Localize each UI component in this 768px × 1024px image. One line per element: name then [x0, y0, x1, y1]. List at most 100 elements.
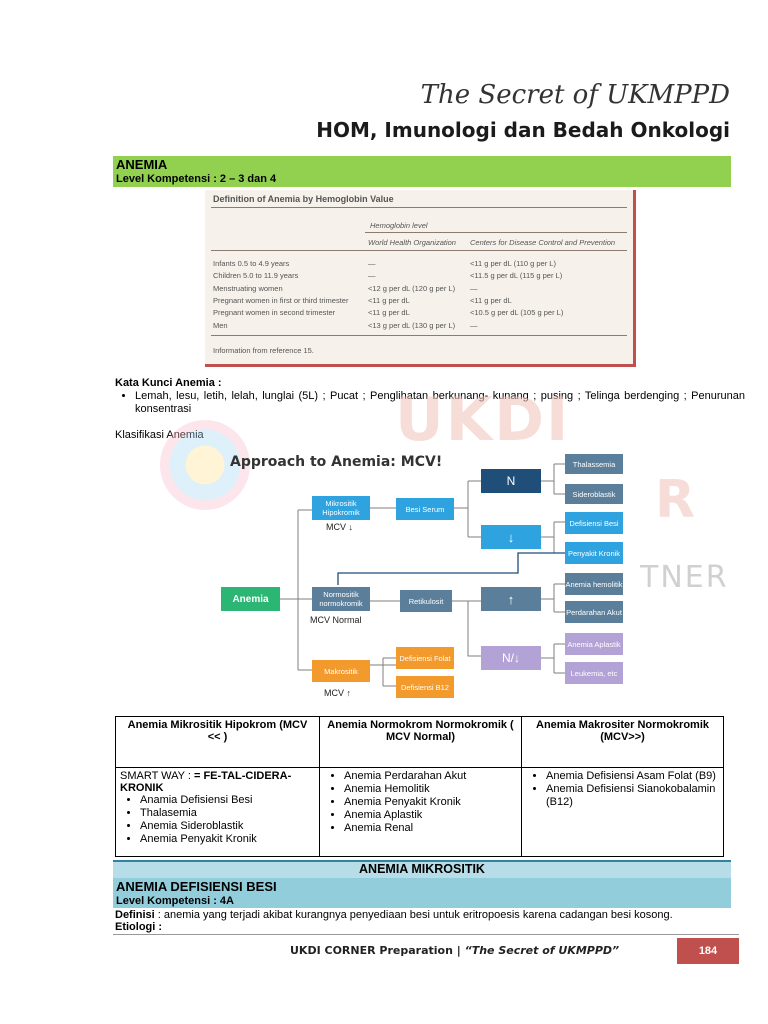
- footer-left: UKDI CORNER Preparation |: [290, 944, 465, 957]
- chapter-title: HOM, Imunologi dan Bedah Onkologi: [316, 118, 730, 142]
- ref-cell: <11 g per dL: [368, 296, 410, 305]
- microcytic-section-header: ANEMIA MIKROSITIK: [113, 860, 731, 879]
- etiology-label: Etiologi :: [115, 921, 163, 933]
- ref-cell: Infants 0.5 to 4.9 years: [213, 259, 290, 268]
- makrositik-box: Makrositik: [312, 660, 370, 682]
- list-item: Anamia Defisiensi Besi: [140, 794, 315, 807]
- ref-cell: <11 g per dL: [368, 308, 410, 317]
- mcv-down-label: MCV ↓: [326, 522, 353, 532]
- mcv-up-label: MCV ↑: [324, 688, 351, 698]
- section-title: ANEMIA DEFISIENSI BESI: [116, 879, 277, 894]
- ref-cell: Pregnant women in second trimester: [213, 308, 336, 317]
- diagram-connectors: [280, 463, 565, 687]
- ref-cell: <11.5 g per dL (115 g per L): [470, 271, 563, 280]
- defisiensi-besi-box: Defisiensi Besi: [565, 512, 623, 534]
- penyakit-kronik-box: Penyakit Kronik: [565, 542, 623, 564]
- definition-label: Definisi: [115, 909, 155, 921]
- besi-serum-box: Besi Serum: [396, 498, 454, 520]
- keywords-title: Kata Kunci Anemia :: [115, 377, 222, 389]
- normocytic-list: Anemia Perdarahan Akut Anemia Hemolitik …: [324, 770, 517, 835]
- thalassemia-box: Thalassemia: [565, 454, 623, 474]
- defisiensi-b12-box: Defisiensi B12: [396, 676, 454, 698]
- microcytic-list: Anamia Defisiensi Besi Thalasemia Anemia…: [120, 794, 315, 846]
- macrocytic-list: Anemia Defisiensi Asam Folat (B9) Anemia…: [526, 770, 719, 809]
- smart-way-label: SMART WAY :: [120, 770, 191, 782]
- ref-cell: —: [368, 259, 376, 268]
- list-item: Anemia Renal: [344, 822, 517, 835]
- list-item: Thalasemia: [140, 807, 315, 820]
- group-header: Hemoglobin level: [370, 221, 428, 230]
- normal-decrease-box: N/↓: [481, 646, 541, 670]
- ref-cell: <11 g per dL (110 g per L): [470, 259, 556, 268]
- hemoglobin-reference-table: Definition of Anemia by Hemoglobin Value…: [205, 190, 636, 367]
- table-header: Anemia Mikrositik Hipokrom (MCV << ): [115, 716, 320, 768]
- watermark-text: R: [655, 470, 696, 530]
- retikulosit-box: Retikulosit: [400, 590, 452, 612]
- table-header: Anemia Makrositer Normokromik (MCV>>): [521, 716, 724, 768]
- table-cell: Anemia Perdarahan Akut Anemia Hemolitik …: [319, 767, 522, 857]
- sideroblastik-box: Sideroblastik: [565, 484, 623, 504]
- list-item: Lemah, lesu, letih, lelah, lunglai (5L) …: [135, 390, 745, 416]
- ref-cell: <12 g per dL (120 g per L): [368, 284, 456, 293]
- ref-cell: Menstruating women: [213, 284, 283, 293]
- list-item: Anemia Sideroblastik: [140, 820, 315, 833]
- mikrositik-box: Mikrositik Hipokromik: [312, 496, 370, 520]
- who-header: World Health Organization: [368, 238, 456, 247]
- defisiensi-folat-box: Defisiensi Folat: [396, 647, 454, 669]
- anemia-mcv-diagram: Approach to Anemia: MCV! Anemia Mikrosit…: [218, 450, 638, 705]
- decrease-box: ↓: [481, 525, 541, 549]
- smart-way-value: = FE-TAL-CIDERA-KRONIK: [120, 770, 292, 794]
- definition-text: : anemia yang terjadi akibat kurangnya p…: [154, 909, 673, 921]
- n-box: N: [481, 469, 541, 493]
- keywords-list: Lemah, lesu, letih, lelah, lunglai (5L) …: [115, 390, 745, 416]
- divider: [211, 207, 627, 208]
- list-item: Anemia Hemolitik: [344, 783, 517, 796]
- classification-label: Klasifikasi Anemia: [115, 429, 204, 441]
- anemia-section-header: ANEMIA Level Kompetensi : 2 – 3 dan 4: [113, 156, 731, 187]
- perdarahan-akut-box: Perdarahan Akut: [565, 601, 623, 623]
- anemia-hemolitik-box: Anemia hemolitik: [565, 573, 623, 595]
- list-item: Anemia Penyakit Kronik: [140, 833, 315, 846]
- ref-cell: —: [470, 321, 478, 330]
- cdc-header: Centers for Disease Control and Preventi…: [470, 238, 616, 247]
- ref-cell: Pregnant women in first or third trimest…: [213, 296, 349, 305]
- competency-level: Level Kompetensi : 4A: [116, 895, 234, 907]
- footer-text: UKDI CORNER Preparation | “The Secret of…: [290, 944, 619, 957]
- definition: Definisi : anemia yang terjadi akibat ku…: [115, 909, 730, 933]
- list-item: Anemia Defisiensi Sianokobalamin (B12): [546, 783, 719, 809]
- classification-table: Anemia Mikrositik Hipokrom (MCV << ) Ane…: [115, 716, 724, 857]
- section-title: ANEMIA: [116, 157, 168, 172]
- table-cell: SMART WAY : = FE-TAL-CIDERA-KRONIK Anami…: [115, 767, 320, 857]
- watermark-text: TNER: [640, 560, 729, 595]
- footer-right: “The Secret of UKMPPD”: [464, 944, 620, 957]
- diagram-title: Approach to Anemia: MCV!: [230, 454, 443, 470]
- anemia-aplastik-box: Anemia Aplastik: [565, 633, 623, 655]
- normositik-box: Normositik normokromik: [312, 587, 370, 611]
- ref-cell: Children 5.0 to 11.9 years: [213, 271, 299, 280]
- ref-cell: —: [368, 271, 376, 280]
- mcv-normal-label: MCV Normal: [310, 615, 362, 625]
- divider: [211, 335, 627, 336]
- page-number: 184: [677, 938, 739, 964]
- iron-deficiency-header: ANEMIA DEFISIENSI BESI Level Kompetensi …: [113, 878, 731, 908]
- series-title: The Secret of UKMPPD: [420, 80, 730, 110]
- list-item: Anemia Defisiensi Asam Folat (B9): [546, 770, 719, 783]
- increase-box: ↑: [481, 587, 541, 611]
- ref-cell: Men: [213, 321, 228, 330]
- table-cell: Anemia Defisiensi Asam Folat (B9) Anemia…: [521, 767, 724, 857]
- ref-cell: <13 g per dL (130 g per L): [368, 321, 456, 330]
- list-item: Anemia Aplastik: [344, 809, 517, 822]
- competency-level: Level Kompetensi : 2 – 3 dan 4: [116, 173, 277, 185]
- footer-divider: [113, 934, 739, 935]
- leukemia-box: Leukemia, etc: [565, 662, 623, 684]
- anemia-box: Anemia: [221, 587, 280, 611]
- list-item: Anemia Penyakit Kronik: [344, 796, 517, 809]
- divider: [211, 250, 627, 251]
- watermark-logo: [160, 420, 250, 510]
- ref-cell: —: [470, 284, 478, 293]
- list-item: Anemia Perdarahan Akut: [344, 770, 517, 783]
- reference-table-title: Definition of Anemia by Hemoglobin Value: [213, 194, 394, 204]
- table-header: Anemia Normokrom Normokromik ( MCV Norma…: [319, 716, 522, 768]
- watermark-text: UKDI: [395, 385, 571, 455]
- reference-footnote: Information from reference 15.: [213, 346, 314, 355]
